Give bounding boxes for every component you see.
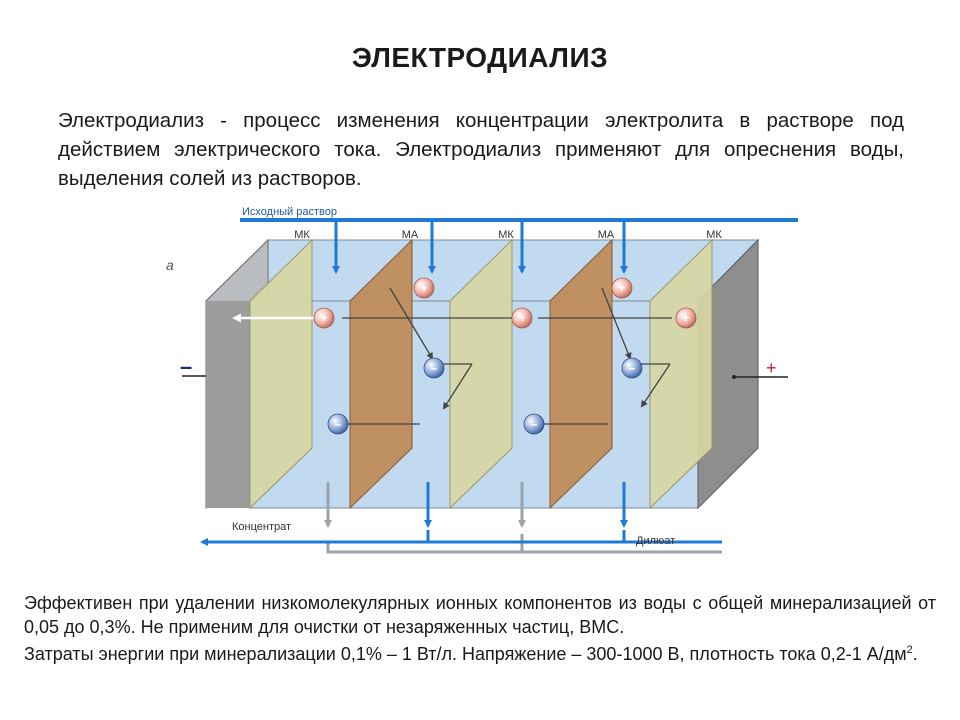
- diluate-label: Дилюат: [636, 535, 675, 547]
- membrane-label-4: МА: [598, 229, 615, 241]
- cation-4: +: [611, 277, 633, 299]
- cation-1: +: [313, 307, 335, 329]
- anode-terminal: +: [732, 358, 788, 379]
- svg-text:+: +: [320, 311, 327, 325]
- membrane-label-2: МА: [402, 229, 419, 241]
- membrane-label-5: МК: [706, 229, 722, 241]
- footer-paragraph-1: Эффективен при удалении низкомолекулярны…: [24, 593, 936, 637]
- membrane-mk-1: [249, 238, 313, 510]
- membrane-ma-2: [549, 238, 613, 510]
- svg-text:+: +: [420, 281, 427, 295]
- electrodialysis-diagram: а Исходный раствор МК МА МК МА МК: [162, 196, 802, 568]
- membrane-mk-3: [649, 238, 713, 510]
- footer-paragraph-2: Затраты энергии при минерализации 0,1% –…: [24, 644, 918, 664]
- anion-1: –: [423, 357, 445, 379]
- outflow-lines: [200, 482, 722, 554]
- feed-inflow-arrows: [332, 220, 628, 274]
- svg-text:–: –: [531, 417, 538, 431]
- cathode-front-face: [206, 301, 250, 508]
- svg-text:–: –: [431, 361, 438, 375]
- cation-2: +: [413, 277, 435, 299]
- minus-sign: –: [180, 354, 192, 379]
- membrane-mk-2: [449, 238, 513, 510]
- cation-3: +: [511, 307, 533, 329]
- anion-4: –: [523, 413, 545, 435]
- anion-3: –: [327, 413, 349, 435]
- svg-text:–: –: [629, 361, 636, 375]
- concentrate-label: Концентрат: [232, 521, 291, 533]
- page-title: ЭЛЕКТРОДИАЛИЗ: [351, 42, 609, 73]
- membrane-ma-1: [349, 238, 413, 510]
- footer-notes: Эффективен при удалении низкомолекулярны…: [24, 591, 936, 666]
- svg-text:–: –: [335, 417, 342, 431]
- anion-2: –: [621, 357, 643, 379]
- cation-5: +: [675, 307, 697, 329]
- feed-label: Исходный раствор: [242, 206, 337, 218]
- svg-text:+: +: [618, 281, 625, 295]
- membrane-label-3: МК: [498, 229, 514, 241]
- cathode-terminal: –: [180, 354, 206, 379]
- ion-paths: [232, 287, 672, 425]
- svg-text:+: +: [682, 311, 689, 325]
- svg-text:+: +: [518, 311, 525, 325]
- unit-superscript: 2: [906, 644, 913, 656]
- intro-paragraph: Электродиализ - процесс изменения концен…: [58, 109, 904, 190]
- plus-sign: +: [766, 358, 777, 378]
- panel-letter: а: [166, 257, 174, 273]
- membrane-label-1: МК: [294, 229, 310, 241]
